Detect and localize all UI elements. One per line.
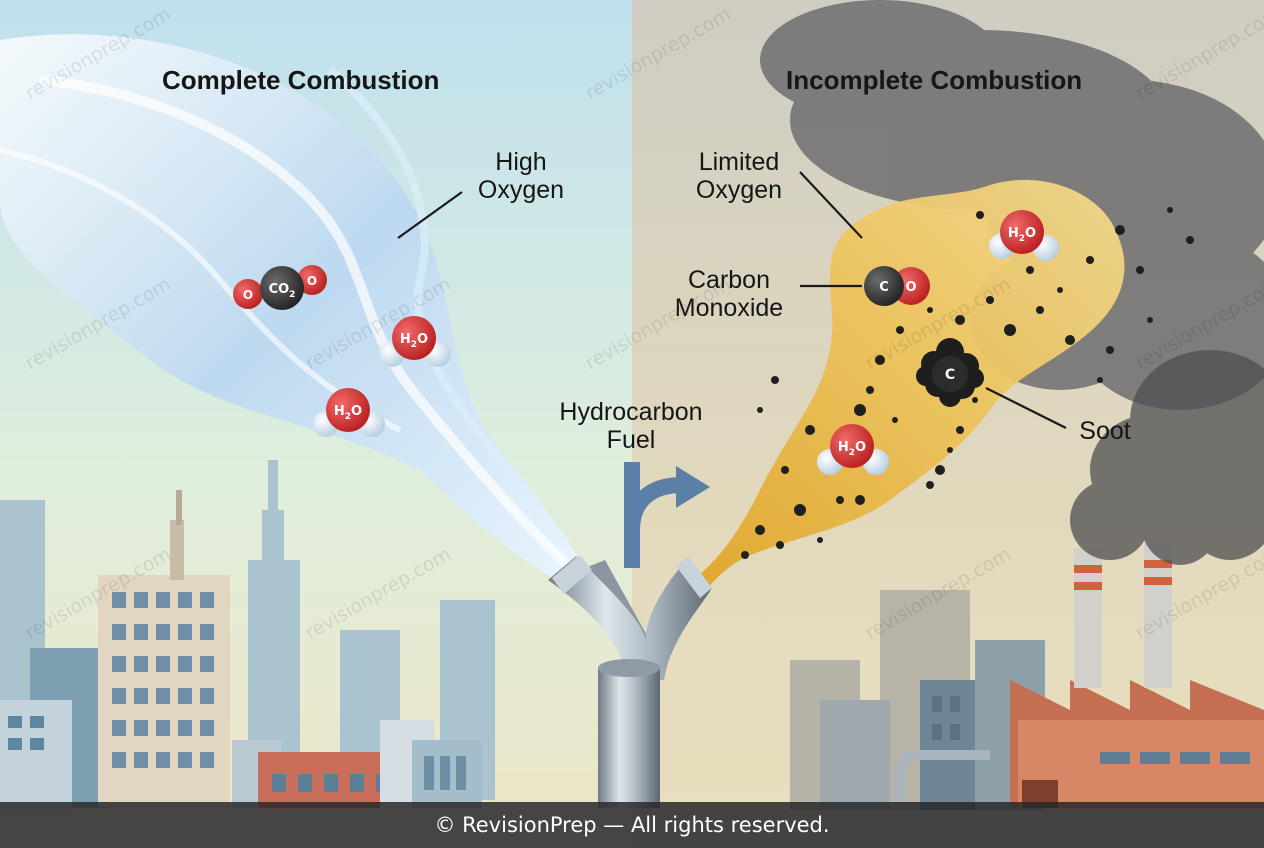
heading-incomplete-combustion: Incomplete Combustion — [786, 65, 1083, 95]
water-tail-4: O — [855, 440, 866, 455]
svg-text:H2O: H2O — [400, 332, 428, 350]
industrial-skyline-right — [790, 542, 1264, 810]
co-oxygen-label: O — [905, 280, 916, 295]
svg-text:H2O: H2O — [838, 440, 866, 458]
svg-text:H2O: H2O — [334, 404, 362, 422]
copyright-footer: © RevisionPrep — All rights reserved. — [0, 802, 1264, 848]
co-carbon-label: C — [879, 280, 889, 295]
fuel-pipe — [548, 555, 712, 808]
water-tail-3: O — [1025, 226, 1036, 241]
heading-complete-combustion: Complete Combustion — [162, 65, 440, 95]
co2-atom-label-left: O — [243, 288, 253, 302]
water-sub-3: 2 — [1019, 234, 1025, 244]
label-limited-oxygen: Limited Oxygen — [695, 148, 783, 204]
fuel-arrow-icon — [624, 462, 710, 568]
svg-text:H2O: H2O — [1008, 226, 1036, 244]
carbon-atom — [260, 266, 304, 310]
water-molecule-1: H2O — [379, 316, 451, 367]
complete-combustion-flame — [0, 34, 585, 582]
co2-molecule: O O CO2 — [233, 265, 327, 310]
label-high-oxygen: High Oxygen — [477, 148, 565, 204]
water-sub-4: 2 — [849, 448, 855, 458]
oxygen-atom — [297, 265, 327, 295]
water-molecule-4: H2O — [817, 424, 889, 475]
co-molecule: C O — [864, 266, 930, 306]
water-label-3: H — [1008, 226, 1019, 241]
water-sub-2: 2 — [345, 412, 351, 422]
city-buildings-left — [0, 490, 482, 810]
water-molecule-3: H2O — [989, 210, 1059, 261]
footer-text: © RevisionPrep — All rights reserved. — [434, 813, 830, 837]
label-hydrocarbon-fuel: Hydrocarbon Fuel — [559, 398, 703, 454]
water-tail-1: O — [417, 332, 428, 347]
label-carbon-monoxide: Carbon Monoxide — [674, 266, 784, 322]
soot-carbon-label: C — [945, 367, 955, 383]
water-label-1: H — [400, 332, 411, 347]
co2-label: CO — [269, 282, 290, 297]
co2-atom-label-right: O — [307, 274, 317, 288]
soot-particle — [916, 338, 984, 407]
incomplete-combustion-flame — [690, 179, 1125, 600]
water-label-4: H — [838, 440, 849, 455]
water-label-2: H — [334, 404, 345, 419]
oxygen-atom — [233, 279, 263, 309]
water-molecule-2: H2O — [313, 388, 385, 437]
callout-lines — [397, 171, 1067, 429]
co2-subscript: 2 — [289, 290, 295, 300]
soot-particles — [741, 207, 1194, 559]
svg-text:CO2: CO2 — [269, 282, 296, 300]
label-soot: Soot — [1079, 417, 1131, 445]
water-tail-2: O — [351, 404, 362, 419]
water-sub-1: 2 — [411, 340, 417, 350]
